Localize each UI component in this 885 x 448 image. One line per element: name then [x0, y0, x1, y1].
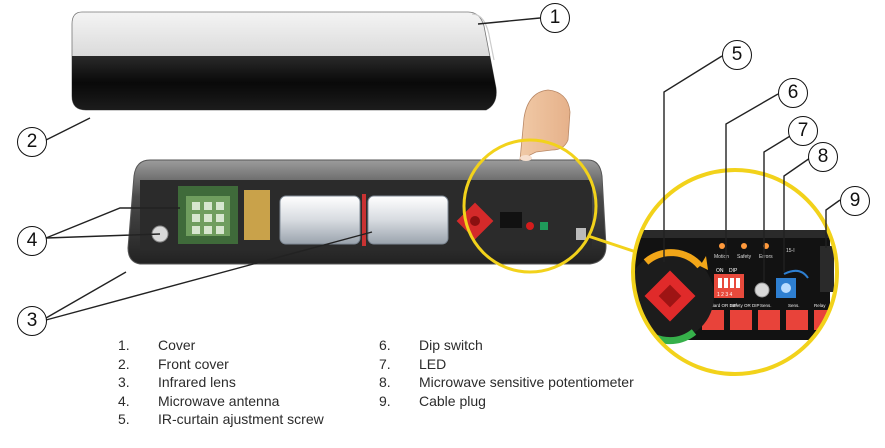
legend-item: 1. Cover	[118, 336, 324, 355]
led-bead	[754, 282, 770, 298]
legend-item: 9. Cable plug	[379, 392, 634, 411]
terminal-label-4: Sens.	[788, 303, 800, 308]
callout-7: 7	[788, 116, 818, 146]
led-label-errors: Errors	[759, 254, 773, 260]
dip-switch	[714, 274, 744, 298]
legend-right: 6. Dip switch 7. LED 8. Microwave sensitive…	[379, 336, 634, 410]
cover	[71, 11, 497, 111]
legend-number: 4.	[118, 392, 130, 409]
terminal-label-1: Standard OR DIP	[702, 303, 737, 308]
legend-number: 3.	[118, 374, 130, 390]
callout-4: 4	[17, 226, 47, 256]
callout-2: 2	[17, 127, 47, 157]
legend-item: 7. LED	[379, 355, 634, 374]
callout-1: 1	[540, 3, 570, 33]
detector-body	[127, 159, 607, 265]
callout-9: 9	[840, 186, 870, 216]
legend-number: 9.	[379, 392, 391, 409]
legend-label: Infrared lens	[158, 374, 236, 390]
callout-5: 5	[722, 40, 752, 70]
callout-6: 6	[778, 78, 808, 108]
legend-item: 5. IR-curtain ajustment screw	[118, 410, 324, 429]
legend-left: 1. Cover 2. Front cover 3. Infrared lens 4.…	[118, 336, 324, 429]
legend-item: 6. Dip switch	[379, 336, 634, 355]
potentiometer	[776, 269, 809, 298]
led-label-motion: Motion	[714, 254, 729, 260]
microwave-antenna	[178, 186, 238, 244]
board-model-label: 15-I	[786, 248, 795, 254]
legend-label: Cable plug	[419, 392, 486, 409]
legend-number: 5.	[118, 411, 130, 427]
callout-3: 3	[17, 306, 47, 336]
legend-label: Dip switch	[419, 337, 483, 353]
legend-number: 2.	[118, 355, 130, 372]
legend-number: 1.	[118, 337, 130, 353]
finger-pointer-icon	[519, 89, 571, 161]
legend-label: Front cover	[158, 355, 229, 372]
callout-8: 8	[808, 142, 838, 172]
legend-number: 8.	[379, 374, 391, 390]
infrared-lens	[279, 194, 449, 246]
legend-label: Microwave antenna	[158, 392, 280, 409]
dip-on-label: ON	[716, 268, 724, 274]
legend-item: 3. Infrared lens	[118, 373, 324, 392]
leader-lines	[45, 17, 841, 321]
cable-plug	[820, 246, 834, 292]
dip-numbers: 1 2 3 4	[717, 292, 733, 298]
legend-item: 8. Microwave sensitive potentiometer	[379, 373, 634, 392]
dip-dip-label: DIP	[729, 268, 738, 274]
legend-item: 2. Front cover	[118, 355, 324, 374]
terminal-label-2: Safety OR DIP	[730, 303, 760, 308]
legend-label: LED	[419, 355, 447, 372]
terminal-label-3: Sens.	[760, 303, 772, 308]
legend-label: Cover	[158, 337, 196, 353]
terminal-label-5: Relay	[814, 303, 826, 308]
legend-number: 6.	[379, 337, 391, 353]
legend-label: Microwave sensitive potentiometer	[419, 374, 634, 390]
zoomed-board: Motion Safety Errors 15-I ON DIP 1 2 3 4	[633, 170, 837, 374]
zoom-connector	[462, 138, 637, 274]
zoom-ring	[631, 168, 839, 376]
led-label-safety: Safety	[737, 254, 752, 260]
legend-number: 7.	[379, 355, 391, 372]
legend-label: IR-curtain ajustment screw	[158, 411, 324, 427]
ir-curtain-screw	[456, 202, 494, 240]
ir-curtain-screw-zoomed	[633, 249, 714, 345]
legend-item: 4. Microwave antenna	[118, 392, 324, 411]
